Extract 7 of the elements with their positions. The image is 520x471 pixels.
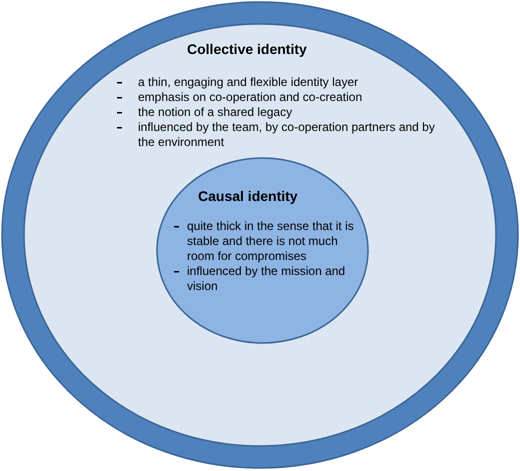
section-heading: Collective identity <box>187 41 307 58</box>
bullet-text: the notion of a shared legacy <box>138 105 294 120</box>
section-heading: Causal identity <box>198 188 298 205</box>
bullet-text: influenced by the team, by co-operation partners and by the environment <box>138 120 436 150</box>
bullet-text: emphasis on co-operation and co-creation <box>138 90 364 105</box>
bullet-text: influenced by the mission and vision <box>187 264 346 294</box>
bullet-text: a thin, engaging and flexible identity layer <box>138 75 360 90</box>
